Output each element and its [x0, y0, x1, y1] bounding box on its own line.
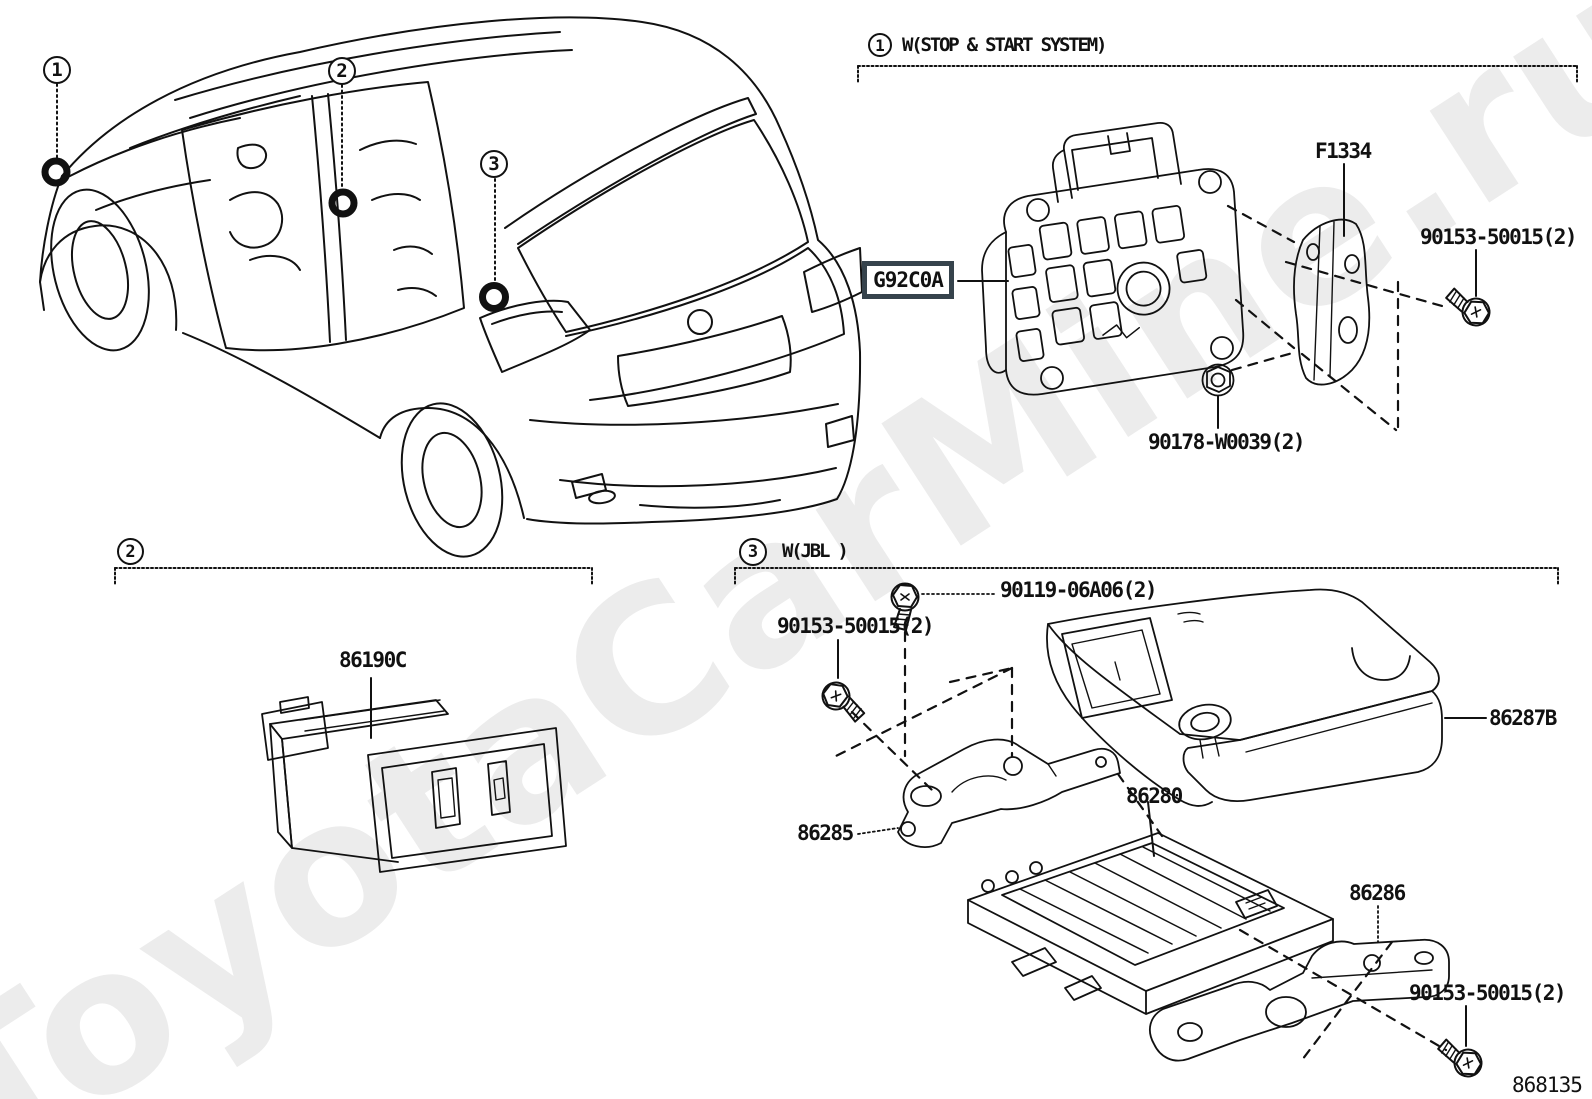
car-callout-2: 2: [328, 57, 356, 85]
car-callout-1-number: 1: [51, 59, 63, 81]
part-label-86280[interactable]: 86280: [1126, 784, 1183, 808]
label-leader-lines: [370, 163, 1487, 1047]
section1-number-badge: 1: [868, 33, 892, 57]
section3-number: 3: [747, 542, 759, 562]
part-label-86190c[interactable]: 86190C: [339, 648, 407, 672]
section2-number-badge: 2: [117, 538, 144, 565]
callout-leader-lines: [56, 83, 496, 284]
callout-2-target: [328, 188, 358, 218]
part-label-bolt-90153-s1[interactable]: 90153-50015(2): [1420, 225, 1578, 249]
car-line-art: [39, 16, 863, 558]
bolt-drawing-s1: [1439, 283, 1496, 332]
part-label-86286[interactable]: 86286: [1349, 881, 1406, 905]
section1-number: 1: [875, 35, 885, 55]
amplifier-drawing-86280: [967, 832, 1334, 1015]
part-label-g92c0a-highlighted[interactable]: G92C0A: [862, 261, 954, 299]
section1-dashed-lines: [1226, 204, 1444, 432]
section3-title: W(JBL ): [782, 540, 849, 562]
part-label-nut-90178[interactable]: 90178-W0039(2): [1148, 430, 1306, 454]
section2-number: 2: [125, 541, 136, 562]
usb-switch-drawing-86190c: [261, 696, 567, 873]
section1-title: W(STOP & START SYSTEM): [902, 34, 1107, 56]
bolt-drawing-s3-left: [816, 676, 873, 727]
bolt-drawing-s3-bottom: [1431, 1034, 1488, 1083]
car-callout-3-number: 3: [488, 153, 500, 175]
amp-cover-drawing-86287b: [1046, 588, 1443, 807]
car-callout-2-number: 2: [336, 60, 348, 82]
figure-number: 868135: [1512, 1073, 1583, 1097]
part-label-bolt-90153-s3-bottom[interactable]: 90153-50015(2): [1409, 981, 1567, 1005]
section3-number-badge: 3: [739, 538, 767, 566]
callout-1-target: [41, 157, 71, 187]
section3-dashed-lines: [834, 630, 1448, 1062]
bracket-f1334-drawing: [1293, 218, 1371, 386]
part-label-bolt-90119[interactable]: 90119-06A06(2): [1000, 578, 1158, 602]
callout-target-rings: [41, 157, 509, 312]
amp-bracket-drawing-86285: [897, 738, 1121, 848]
car-callout-3: 3: [480, 150, 508, 178]
part-label-bolt-90153-s3-left[interactable]: 90153-50015(2): [777, 614, 935, 638]
ecu-module-drawing-g92c0a: [981, 121, 1245, 396]
part-label-86285[interactable]: 86285: [797, 821, 854, 845]
nut-drawing-90178: [1201, 363, 1235, 397]
part-label-86287b[interactable]: 86287B: [1489, 706, 1557, 730]
part-label-f1334[interactable]: F1334: [1315, 139, 1372, 163]
car-callout-1: 1: [43, 56, 71, 84]
amp-bracket2-drawing-86286: [1149, 938, 1450, 1062]
section-bracket-lines: [114, 65, 1578, 587]
callout-3-target: [479, 282, 509, 312]
